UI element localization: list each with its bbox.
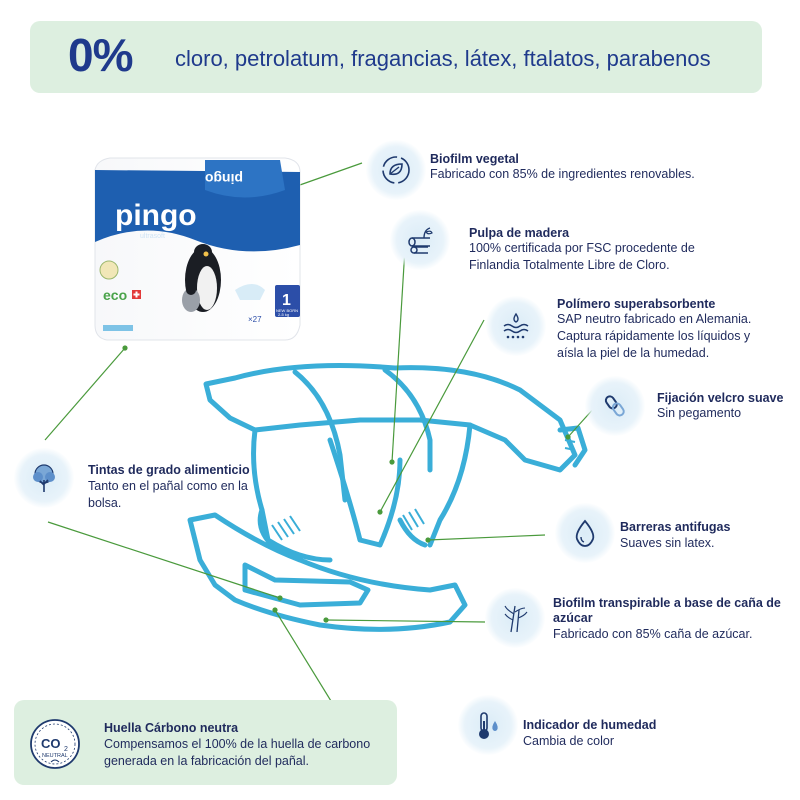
- zero-percent: 0%: [68, 29, 133, 81]
- feature-desc-cana: Fabricado con 85% caña de azúcar.: [553, 627, 753, 641]
- co2-badge-sub: 2: [64, 746, 68, 753]
- feature-desc-polimero-2: Captura rápidamente los líquidos y: [557, 329, 751, 343]
- co2-neutral-icon: CO 2 NEUTRAL: [30, 719, 80, 769]
- feature-title-cana: Biofilm transpirable a base de caña de: [553, 596, 781, 610]
- leak-guard-ribs: [271, 439, 576, 541]
- feature-title-humedad: Indicador de humedad: [523, 718, 657, 732]
- feature-icon-humedad: [458, 695, 518, 755]
- feature-desc-pulpa-1: 100% certificada por FSC procedente de: [469, 241, 695, 255]
- package-sub: ultrasoft: [140, 233, 165, 240]
- feature-icon-cana: [485, 588, 545, 648]
- carbon-title: Huella Cárbono neutra: [104, 721, 239, 735]
- claims-banner: [30, 21, 762, 93]
- leader-lines: [44, 162, 596, 785]
- feature-title-pulpa: Pulpa de madera: [469, 226, 570, 240]
- tree-icon: [33, 464, 55, 492]
- feature-desc-biofilm: Fabricado con 85% de ingredientes renova…: [430, 167, 695, 181]
- package-size: 1: [282, 292, 291, 309]
- thermometer-drop-icon: [479, 712, 498, 739]
- co2-neutral-badge: CO 2 NEUTRAL: [26, 715, 84, 773]
- feature-icon-velcro: [585, 376, 645, 436]
- feature-desc-polimero-3: aísla la piel de la humedad.: [557, 346, 710, 360]
- velcro-link-icon: [604, 395, 625, 417]
- feature-desc-velcro: Sin pegamento: [657, 406, 742, 420]
- sugarcane-icon: [504, 605, 528, 633]
- feature-title-cana-2: azúcar: [553, 611, 593, 625]
- feature-icon-biofilm: [366, 140, 426, 200]
- pingo-package: pingo pingo ultrasoft eco 1 NEW BORN 2-5…: [94, 157, 301, 341]
- co2-badge-label: NEUTRAL: [42, 753, 68, 759]
- water-drop-icon: [575, 519, 595, 547]
- feature-title-polimero: Polímero superabsorbente: [557, 297, 716, 311]
- feature-desc-pulpa-2: Finlandia Totalmente Libre de Cloro.: [469, 258, 670, 272]
- package-size-label: NEW BORN: [276, 308, 298, 313]
- feature-title-tintas: Tintas de grado alimenticio: [88, 463, 250, 477]
- feature-desc-barreras: Suaves sin latex.: [620, 536, 715, 550]
- carbon-desc-1: Compensamos el 100% de la huella de carb…: [104, 737, 371, 751]
- carbon-desc-2: generada en la fabricación del pañal.: [104, 754, 310, 768]
- feature-icon-pulpa: [390, 210, 450, 270]
- chick-icon: [182, 288, 200, 312]
- package-brand: pingo: [115, 199, 197, 232]
- package-count: ×27: [248, 315, 262, 324]
- package-size-box: [275, 285, 300, 317]
- diaper-outline: [187, 363, 588, 632]
- feature-title-velcro: Fijación velcro suave: [657, 391, 784, 405]
- feature-desc-tintas-1: Tanto en el pañal como en la: [88, 479, 248, 493]
- feature-icon-polimero: [486, 296, 546, 356]
- package-brand-flipped: pingo: [205, 171, 243, 187]
- cert-seal-icon: [99, 260, 119, 280]
- feature-title-biofilm: Biofilm vegetal: [430, 152, 519, 166]
- package-weight: 2-5 kg: [278, 312, 289, 317]
- co2-badge-main: CO: [41, 736, 61, 751]
- feature-title-barreras: Barreras antifugas: [620, 520, 731, 534]
- feature-desc-polimero-1: SAP neutro fabricado en Alemania.: [557, 312, 752, 326]
- feature-icon-barreras: [555, 503, 615, 563]
- water-absorb-icon: [503, 312, 529, 339]
- leaf-recycle-icon: [382, 156, 410, 184]
- feature-desc-tintas-2: bolsa.: [88, 496, 122, 510]
- feature-desc-humedad: Cambia de color: [523, 734, 615, 748]
- wood-logs-icon: [408, 227, 433, 254]
- feature-icon-tintas: [14, 448, 74, 508]
- package-eco: eco: [103, 287, 127, 303]
- free-from-list: cloro, petrolatum, fragancias, látex, ft…: [175, 46, 711, 71]
